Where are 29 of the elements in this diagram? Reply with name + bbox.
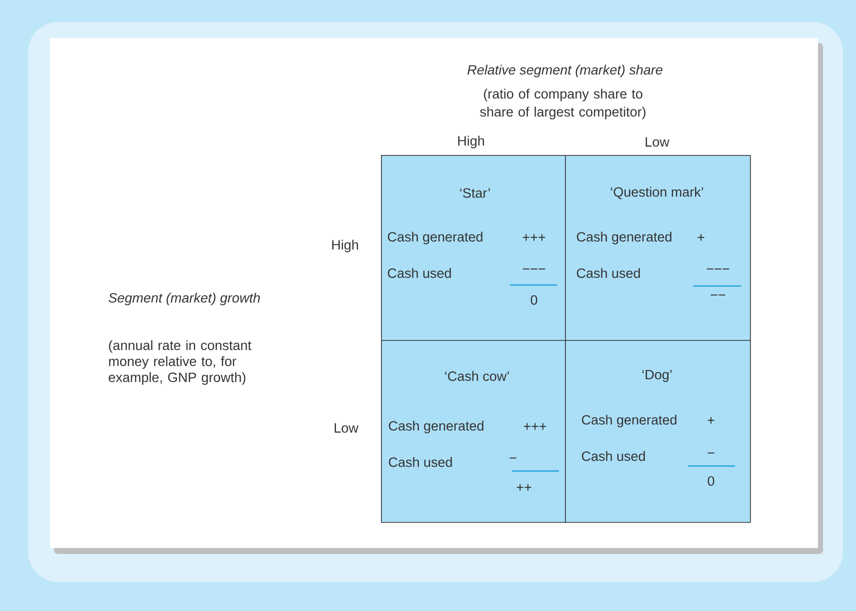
row-label: Cash used [388, 268, 451, 278]
cash-symbol: + [708, 417, 714, 424]
net-result: ++ [516, 484, 532, 491]
cash-symbol: + [698, 234, 704, 241]
net-result: −− [710, 294, 726, 296]
row-label: Cash used [576, 268, 640, 278]
row-label: Cash used [388, 457, 452, 467]
quadrant-title: ‘Dog’ [642, 370, 672, 382]
net-result: 0 [530, 295, 538, 305]
row-label: Cash generated [388, 420, 484, 434]
axis-note: (ratio of company share to share of largest competitor) [480, 88, 646, 120]
cash-symbol: +++ [524, 423, 546, 430]
quadrant-title: ‘Star’ [460, 188, 490, 198]
axis-title: Segment (market) growth [108, 292, 260, 306]
axis-level: High [332, 240, 358, 252]
quadrant-title: ‘Question mark’ [610, 186, 704, 200]
row-label: Cash generated [576, 232, 672, 244]
row-label: Cash generated [582, 414, 676, 428]
net-result: 0 [708, 476, 714, 486]
cash-symbol: −−− [522, 268, 546, 270]
axis-title: Relative segment (market) share [468, 64, 662, 78]
row-label: Cash generated [388, 232, 482, 244]
cash-symbol: − [708, 452, 714, 454]
row-label: Cash used [582, 451, 645, 461]
quadrant-title: ‘Cash cow’ [445, 371, 509, 381]
axis-note: (annual rate in constant money relative to, for example, GNP growth) [108, 340, 252, 385]
axis-level: Low [334, 423, 358, 433]
cash-symbol: −−− [706, 268, 730, 270]
cash-symbol: +++ [522, 234, 546, 241]
